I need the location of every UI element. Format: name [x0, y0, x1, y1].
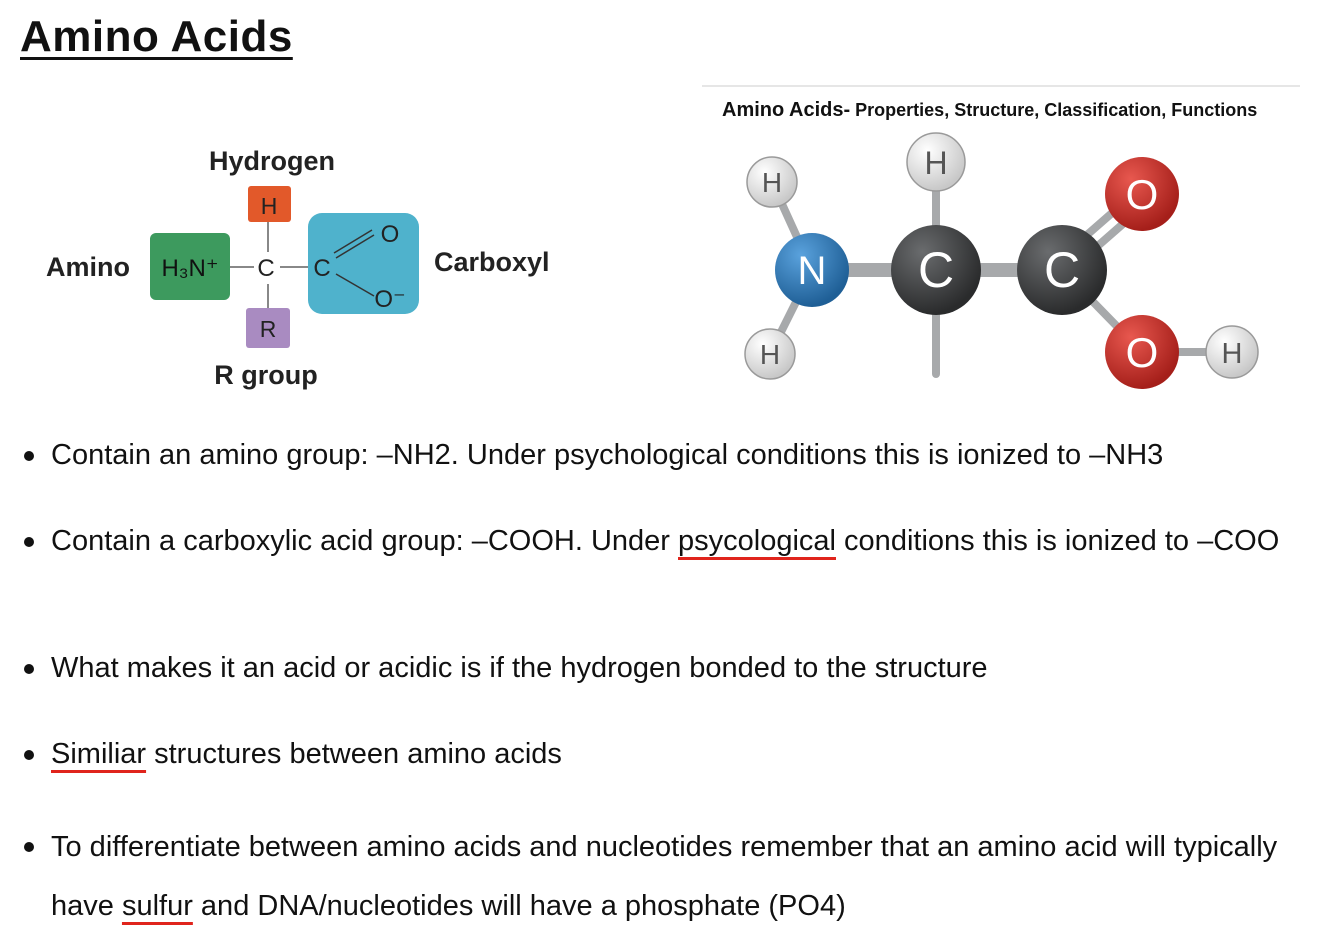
hydrogen-box — [248, 186, 291, 222]
nitrogen-atom-label: N — [798, 249, 827, 293]
alpha-carbon-atom — [891, 225, 981, 315]
bullet-dot — [24, 451, 34, 461]
model-caption-bold: Amino Acids- — [722, 99, 850, 121]
oxygen-atom-hydroxyl — [1105, 315, 1179, 389]
amino-box — [150, 233, 230, 300]
oxygen-atom-label: O — [1126, 171, 1159, 218]
bullet-dot — [24, 664, 34, 674]
carboxyl-carbon-atom — [1017, 225, 1107, 315]
bullet-dot — [24, 842, 34, 852]
amino-label: Amino — [46, 252, 130, 282]
carbon-atom-label: C — [1044, 242, 1080, 298]
model-caption-rest: Properties, Structure, Classification, F… — [850, 100, 1257, 120]
bullet-dot — [24, 537, 34, 547]
alpha-carbon: C — [257, 255, 274, 282]
hydrogen-box-label: H — [261, 193, 278, 219]
misspelled-word[interactable]: psycological — [678, 525, 836, 557]
carboxyl-carbon: C — [313, 255, 330, 282]
hydrogen-atom-alpha — [906, 132, 966, 192]
carboxyl-oxygen-double: O — [381, 221, 400, 248]
page-title: Amino Acids — [20, 12, 293, 61]
flagged-word[interactable]: sulfur — [121, 890, 193, 922]
amino-box-label: H₃N⁺ — [161, 255, 218, 282]
amino-acid-ball-stick-model: Amino Acids- Properties, Structure, Clas… — [702, 85, 1300, 389]
nitrogen-atom — [775, 233, 849, 307]
carboxyl-oxygen-single: O⁻ — [374, 286, 405, 313]
bullet-dot — [24, 750, 34, 760]
list-item-text: What makes it an acid or acidic is if th… — [51, 652, 988, 684]
hydrogen-atom-n-bottom — [744, 328, 796, 380]
amino-acid-structure-diagram: Hydrogen H Amino H₃N⁺ C R R group C O O⁻… — [46, 146, 550, 390]
list-item-text: To differentiate between amino acids and… — [51, 831, 1278, 922]
hydrogen-atom-label: H — [1222, 338, 1243, 370]
carboxyl-label: Carboxyl — [434, 247, 550, 277]
r-group-box — [246, 308, 290, 348]
hydrogen-atom-n-top — [746, 156, 798, 208]
r-group-label: R group — [214, 360, 317, 390]
list-item-text: Similiar structures between amino acids — [51, 738, 562, 770]
carbon-atom-label: C — [918, 242, 954, 298]
misspelled-word[interactable]: Similiar — [51, 738, 147, 770]
carboxyl-box — [308, 213, 419, 314]
r-group-box-label: R — [260, 316, 277, 342]
hydrogen-atom-label: H — [924, 145, 947, 181]
oxygen-atom-label: O — [1126, 329, 1159, 376]
list-item-text: Contain a carboxylic acid group: –COOH. … — [51, 525, 1280, 557]
hydrogen-atom-label: H — [760, 339, 780, 370]
list-item-text: Contain an amino group: –NH2. Under psyc… — [51, 439, 1164, 471]
hydrogen-label: Hydrogen — [209, 146, 335, 176]
model-caption: Amino Acids- Properties, Structure, Clas… — [722, 99, 1257, 121]
hydrogen-atom-hydroxyl — [1205, 325, 1259, 379]
oxygen-atom-double — [1105, 157, 1179, 231]
hydrogen-atom-label: H — [762, 167, 782, 198]
